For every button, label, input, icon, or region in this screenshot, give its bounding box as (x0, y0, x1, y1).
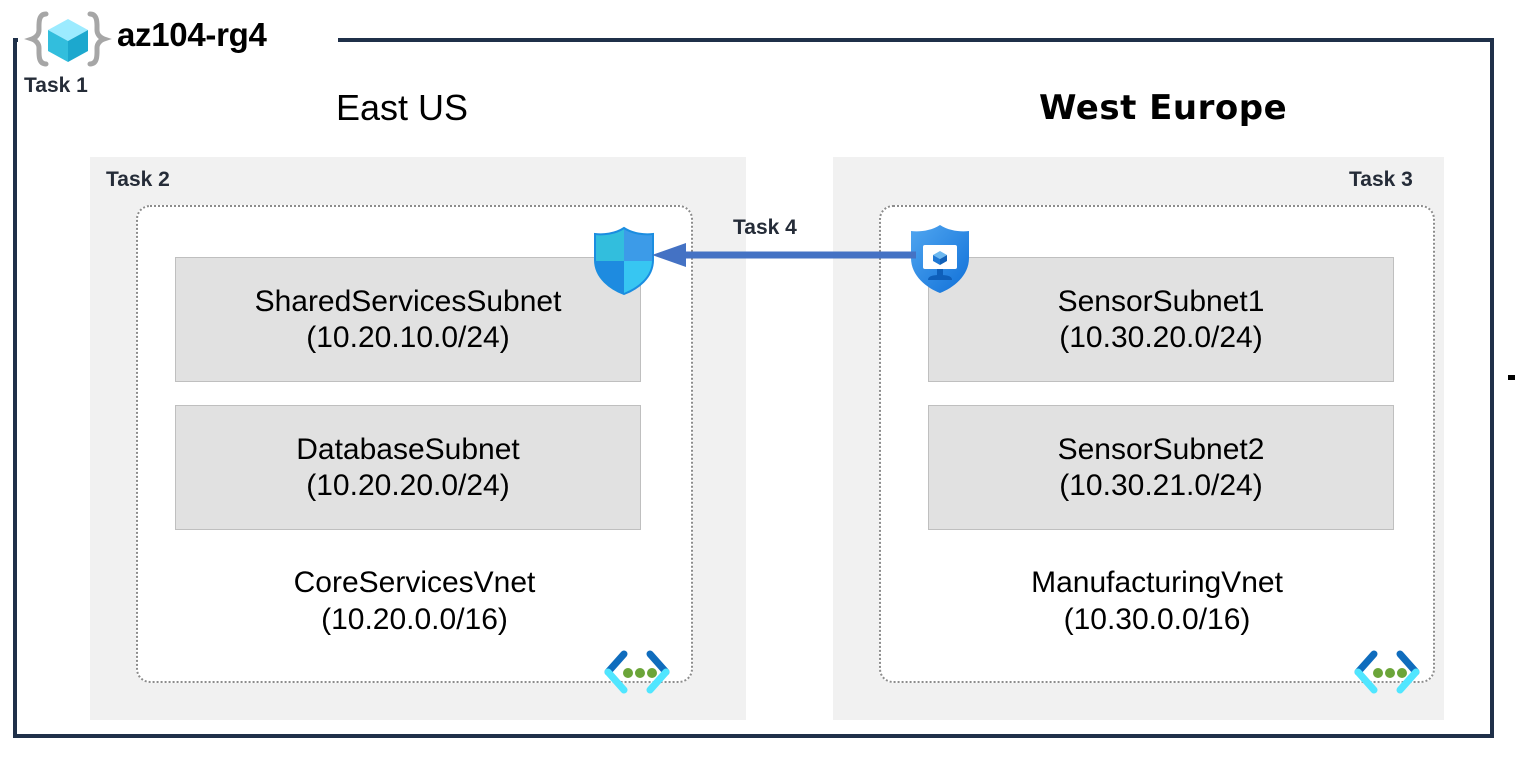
vnet-caption-coreservicesvnet: CoreServicesVnet (10.20.0.0/16) (136, 565, 693, 638)
subnet-name: SensorSubnet2 (1057, 432, 1265, 466)
subnet-sensorsubnet2: SensorSubnet2 (10.30.21.0/24) (928, 405, 1394, 530)
network-security-group-shield-icon (591, 226, 657, 296)
task-2-label: Task 2 (106, 168, 170, 191)
vnet-cidr: (10.30.0.0/16) (1063, 602, 1251, 636)
subnet-cidr: (10.20.20.0/24) (306, 468, 510, 502)
vnet-cidr: (10.20.0.0/16) (321, 602, 508, 636)
task-4-label: Task 4 (733, 216, 797, 239)
subnet-cidr: (10.30.20.0/24) (1059, 320, 1263, 354)
region-title-east-us: East US (336, 87, 469, 128)
subnet-name: SharedServicesSubnet (254, 284, 562, 318)
virtual-network-icon (1352, 648, 1422, 696)
left-arrow-icon (650, 242, 916, 268)
subnet-cidr: (10.30.21.0/24) (1059, 468, 1263, 502)
virtual-network-icon (602, 648, 672, 696)
resource-group-frame (13, 38, 1494, 738)
edge-artifact-mark (1508, 375, 1515, 380)
resource-group-title: az104-rg4 (117, 16, 267, 53)
subnet-sensorsubnet1: SensorSubnet1 (10.30.20.0/24) (928, 257, 1394, 382)
subnet-name: DatabaseSubnet (296, 432, 520, 466)
task-1-label: Task 1 (24, 74, 88, 97)
resource-group-cube-icon (24, 10, 112, 68)
vnet-caption-manufacturingvnet: ManufacturingVnet (10.30.0.0/16) (879, 565, 1435, 638)
vnet-name: ManufacturingVnet (1031, 566, 1283, 599)
subnet-sharedservicessubnet: SharedServicesSubnet (10.20.10.0/24) (175, 257, 641, 382)
subnet-cidr: (10.20.10.0/24) (306, 320, 510, 354)
region-title-west-europe: West Europe (1039, 88, 1288, 128)
virtual-machine-shield-icon (906, 223, 974, 295)
subnet-name: SensorSubnet1 (1057, 284, 1265, 318)
subnet-databasesubnet: DatabaseSubnet (10.20.20.0/24) (175, 405, 641, 530)
vnet-name: CoreServicesVnet (293, 566, 536, 599)
task-3-label: Task 3 (1349, 168, 1413, 191)
